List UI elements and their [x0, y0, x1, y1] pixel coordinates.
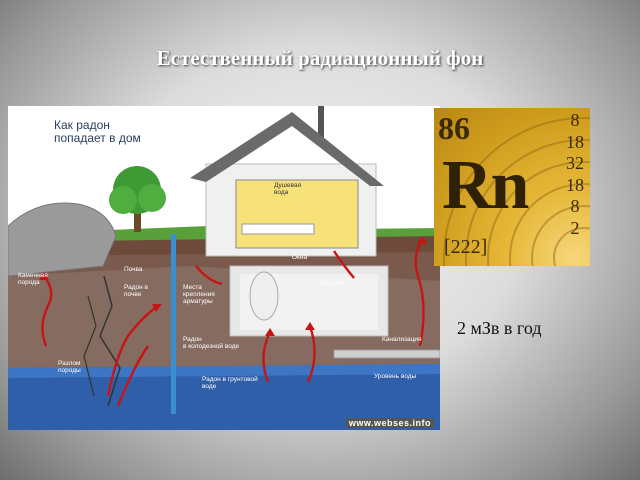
- radon-element-card: 86 Rn [222] 8 18 32 18 8 2: [434, 108, 590, 266]
- diagram-caption: Как радон попадает в дом: [54, 118, 141, 145]
- attic-room: [235, 179, 359, 249]
- annual-dose: 2 мЗв в год: [457, 318, 542, 338]
- rock-boulder: [8, 202, 117, 277]
- well-pipe: [171, 234, 176, 414]
- tree-trunk: [134, 206, 141, 232]
- atomic-number: 86: [438, 110, 470, 146]
- sewer-pipe: [333, 349, 440, 359]
- diagram-illustration: [8, 106, 440, 430]
- chimney: [318, 106, 324, 146]
- label-sewer: Канализация: [382, 336, 422, 343]
- atomic-mass: [222]: [444, 236, 488, 258]
- element-symbol: Rn: [442, 147, 529, 224]
- watermark: www.webses.info: [345, 418, 434, 428]
- radon-arrows: [41, 239, 425, 407]
- fault-line: [99, 275, 121, 407]
- label-water-level: Уровень воды: [374, 373, 417, 380]
- radon-arrowheads: [39, 236, 427, 336]
- bathtub: [241, 223, 315, 235]
- water-tank: [249, 271, 279, 321]
- slide-title: Естественный радиационный фон: [156, 46, 484, 70]
- label-windows: Окна: [292, 254, 308, 261]
- label-cracks: Трещины: [318, 280, 347, 287]
- label-soil: Почва: [124, 266, 143, 273]
- orbit-rings: [443, 117, 590, 266]
- electron-shells: 8 18 32 18 8 2: [566, 110, 584, 238]
- house-roof: [190, 112, 384, 186]
